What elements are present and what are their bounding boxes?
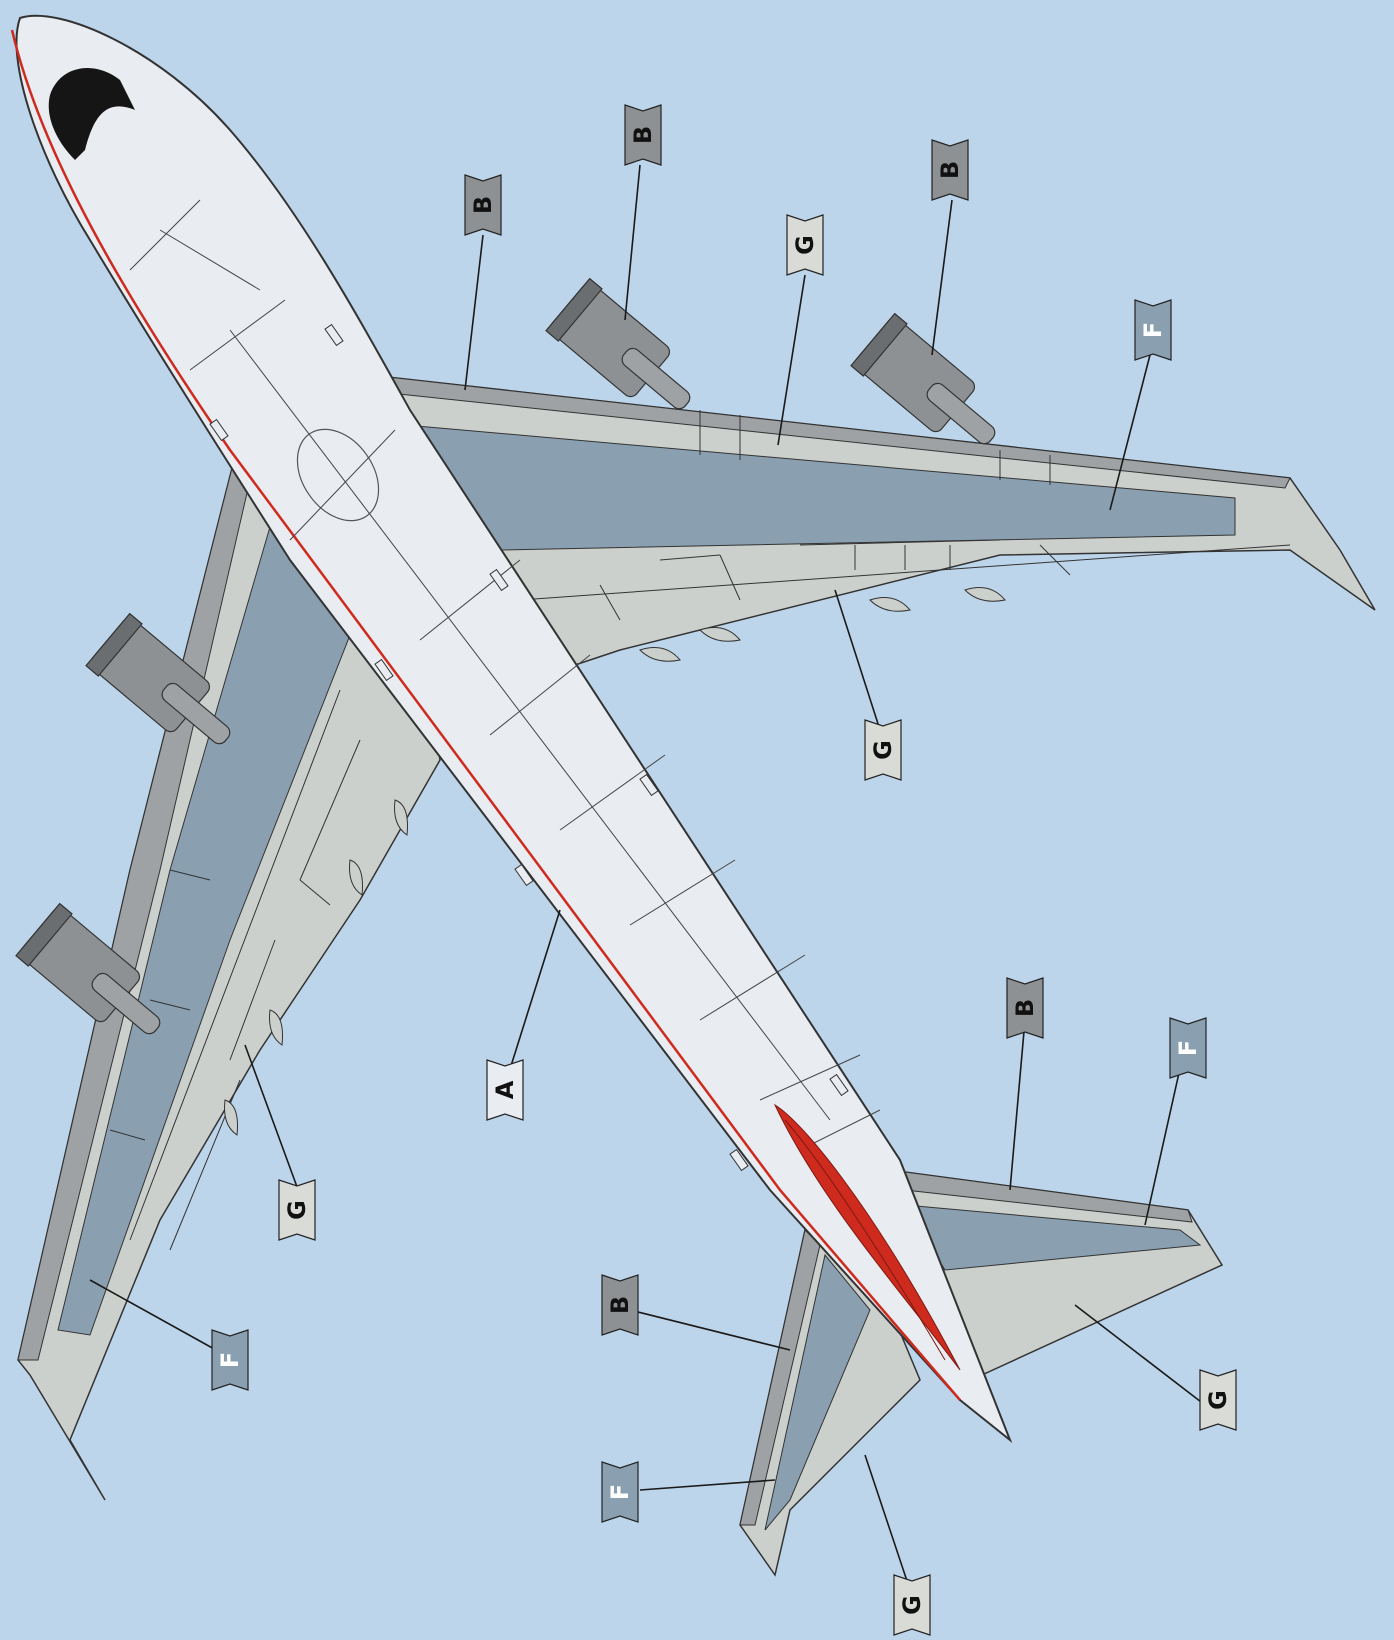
callout-flag-g: G	[894, 1575, 930, 1635]
callout-label: G	[283, 1200, 311, 1220]
callout-label: B	[606, 1296, 634, 1314]
callout-label: F	[1174, 1040, 1202, 1056]
callout-label: F	[216, 1352, 244, 1368]
callout-flag-f: F	[212, 1330, 248, 1390]
callout-label: G	[791, 235, 819, 255]
callout-label: A	[491, 1080, 519, 1099]
callout-label: B	[1011, 999, 1039, 1017]
callout-flag-g: G	[1200, 1370, 1236, 1430]
callout-flag-f: F	[1170, 1018, 1206, 1078]
callout-label: F	[1139, 322, 1167, 338]
callout-flag-f: F	[602, 1462, 638, 1522]
callout-label: B	[936, 161, 964, 179]
callout-flag-b: B	[932, 140, 968, 200]
callout-flag-g: G	[865, 720, 901, 780]
callout-flag-b: B	[465, 175, 501, 235]
callout-label: G	[898, 1595, 926, 1615]
callout-flag-g: G	[787, 215, 823, 275]
callout-flag-a: A	[487, 1060, 523, 1120]
callout-label: G	[1204, 1390, 1232, 1410]
callout-flag-g: G	[279, 1180, 315, 1240]
callout-flag-b: B	[602, 1275, 638, 1335]
callout-label: B	[629, 126, 657, 144]
callout-flag-b: B	[625, 105, 661, 165]
callout-label: G	[869, 740, 897, 760]
callout-flag-f: F	[1135, 300, 1171, 360]
callout-label: F	[606, 1484, 634, 1500]
callout-label: B	[469, 196, 497, 214]
callout-flag-b: B	[1007, 978, 1043, 1038]
